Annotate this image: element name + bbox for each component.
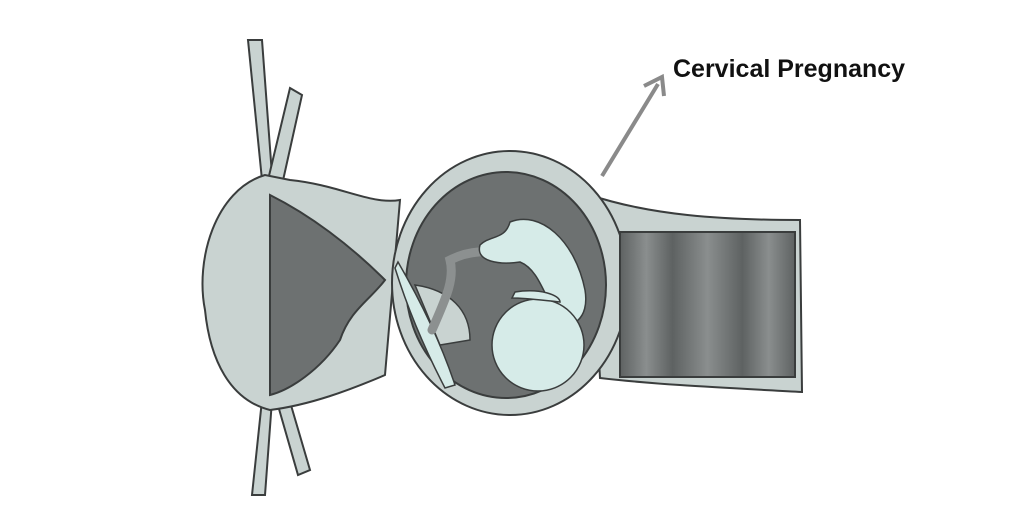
fetus xyxy=(478,218,587,392)
cervical-pregnancy-label: Cervical Pregnancy xyxy=(673,55,906,83)
placenta xyxy=(394,260,456,389)
uterine-cavity xyxy=(269,193,387,397)
vaginal-canal xyxy=(619,231,796,378)
